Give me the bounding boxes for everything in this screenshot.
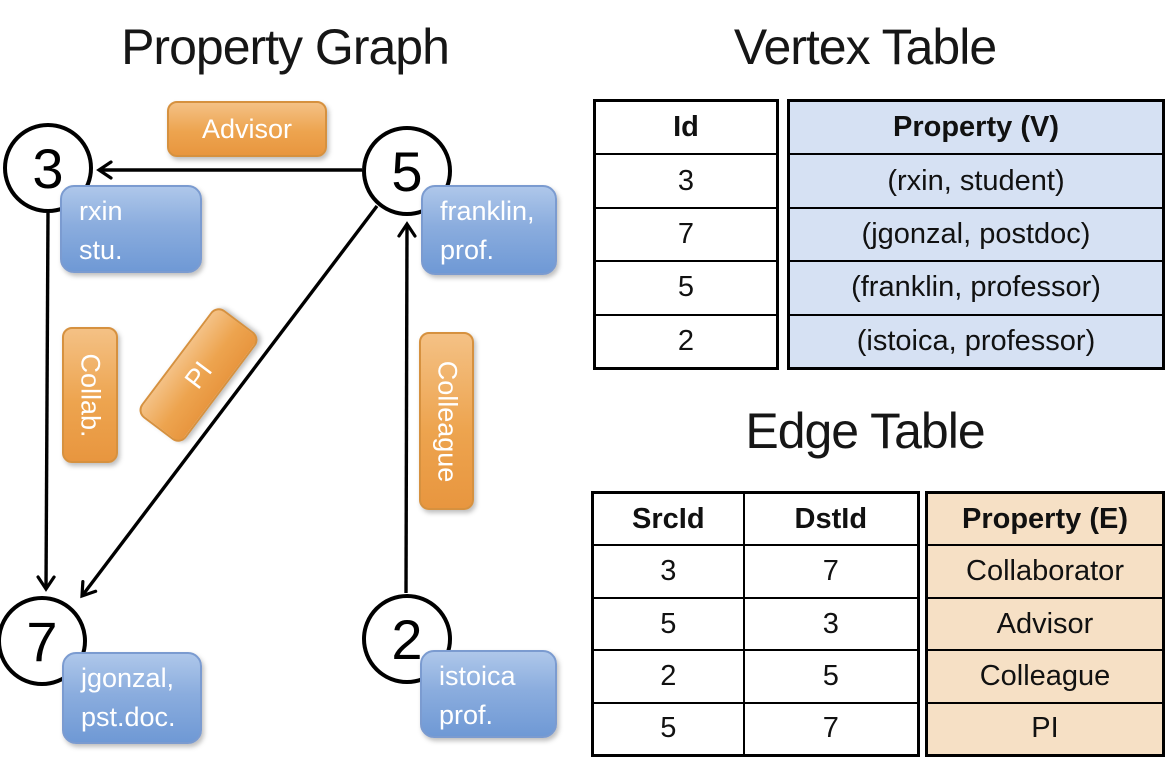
node-id: 3 (32, 136, 64, 200)
edge-label-collab: Collab. (62, 327, 118, 463)
node-id: 2 (391, 607, 423, 671)
table-cell: 5 (660, 712, 677, 745)
table-cell: 3 (660, 555, 677, 588)
graph-node-3: 3 (3, 123, 93, 213)
vertex-property-line: istoica (439, 661, 516, 691)
vertex-property-box-2: istoica prof. (420, 650, 557, 738)
vertex-table-id-column: Id 3 7 5 2 (593, 99, 779, 370)
table-cell: (jgonzal, postdoc) (790, 206, 1162, 260)
column-header-dstid: DstId (742, 494, 917, 545)
table-cell: Advisor (928, 596, 1162, 649)
table-cell: 3 (742, 598, 917, 650)
vertex-property-box-5: franklin, prof. (421, 185, 557, 275)
table-cell: 5 (742, 651, 917, 702)
vertex-property-line: jgonzal, (81, 663, 175, 693)
column-header-property-v: Property (V) (893, 111, 1059, 144)
edge-label-text: Collab. (75, 352, 106, 438)
table-cell: Collaborator (928, 544, 1162, 596)
edge-table-title: Edge Table (745, 403, 985, 459)
table-row: 3 7 (594, 544, 917, 597)
table-row: 5 7 (594, 701, 917, 755)
node-id: 5 (391, 139, 423, 203)
vertex-property-line: prof. (440, 235, 495, 265)
vertex-table-title: Vertex Table (733, 19, 997, 75)
vertex-property-line: stu. (79, 235, 123, 265)
table-cell: 7 (596, 206, 776, 260)
column-header-id: Id (673, 111, 699, 144)
column-header-srcid: SrcId (632, 502, 705, 535)
graph-node-5: 5 (362, 126, 452, 216)
table-row: 2 5 (594, 649, 917, 702)
table-header-row: SrcId DstId (594, 494, 917, 545)
table-cell: (istoica, professor) (790, 313, 1162, 367)
edge-table-property-column: Property (E) Collaborator Advisor Collea… (925, 491, 1165, 757)
table-cell: (franklin, professor) (790, 260, 1162, 313)
table-cell: Colleague (928, 649, 1162, 701)
edge-line-3-7 (36, 212, 56, 592)
edge-line-2-5 (397, 221, 417, 594)
edge-table-src-dst-columns: SrcId DstId 3 7 5 3 2 5 5 7 (591, 491, 920, 757)
vertex-property-line: pst.doc. (81, 702, 176, 732)
node-id: 7 (26, 609, 58, 673)
table-cell: 7 (742, 703, 917, 755)
table-cell: PI (928, 701, 1162, 754)
table-cell: 5 (660, 607, 677, 640)
table-cell: 3 (596, 153, 776, 206)
table-row: 5 3 (594, 596, 917, 650)
column-header-property-e: Property (E) (962, 502, 1128, 535)
table-cell: 7 (742, 546, 917, 597)
vertex-property-line: prof. (439, 700, 494, 730)
table-cell: 2 (660, 659, 677, 692)
edge-label-text: Colleague (432, 360, 462, 482)
vertex-property-box-3: rxin stu. (60, 185, 202, 273)
vertex-property-box-7: jgonzal, pst.doc. (62, 652, 202, 744)
edge-label-advisor: Advisor (167, 101, 327, 157)
table-cell: 5 (596, 260, 776, 313)
table-cell: (rxin, student) (790, 153, 1162, 206)
vertex-property-line: franklin, (440, 196, 535, 226)
table-cell: 2 (596, 313, 776, 367)
graph-edges-svg (36, 160, 417, 599)
vertex-property-line: rxin (79, 196, 123, 226)
edge-label-colleague: Colleague (419, 332, 474, 510)
property-graph-title: Property Graph (121, 19, 450, 75)
edge-line-5-7 (80, 204, 379, 599)
vertex-table-property-column: Property (V) (rxin, student) (jgonzal, p… (787, 99, 1165, 370)
